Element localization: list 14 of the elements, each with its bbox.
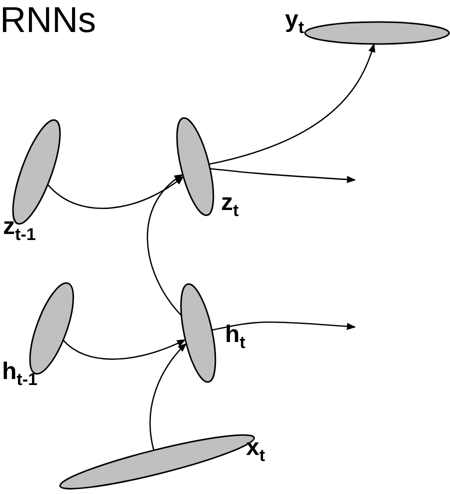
arrow — [48, 176, 184, 209]
arrow — [212, 321, 356, 331]
diagram-title: RNNs — [0, 0, 96, 40]
arrow — [150, 343, 187, 451]
node-label: z$_{t-1}$ — [3, 214, 36, 240]
node-label: x$_{t}$ — [246, 435, 266, 461]
node-label: z$_{t}$ — [220, 190, 239, 216]
arrow — [210, 168, 356, 184]
arrow — [208, 43, 376, 165]
node-label: h$_{t-1}$ — [2, 358, 38, 385]
arrow — [146, 174, 184, 316]
node-label: h$_{t}$ — [224, 322, 246, 348]
arrow — [62, 339, 186, 360]
node-label: y$_{t}$ — [285, 7, 304, 33]
